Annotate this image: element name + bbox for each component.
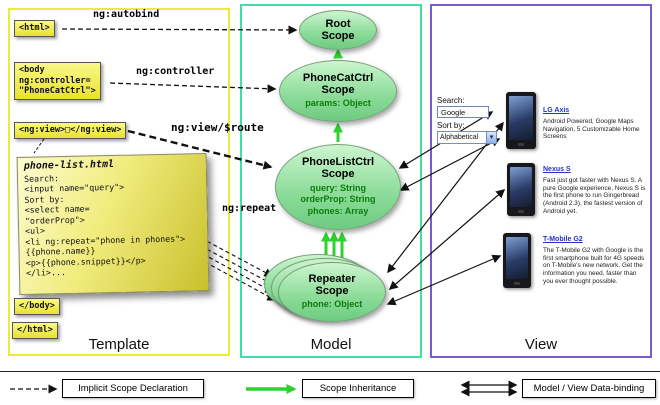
phone-image-lg-axis[interactable] — [506, 92, 536, 149]
connector-view-to-note — [33, 138, 45, 154]
phonelist-scope-ellipse: PhoneListCtrl Scope query: String orderP… — [275, 144, 401, 230]
repeater-scope-props: phone: Object — [301, 299, 363, 310]
phone-image-tmobile-g2[interactable] — [503, 233, 531, 288]
phonelist-scope-props: query: String orderProp: String phones: … — [300, 182, 376, 217]
root-scope-title: Root Scope — [321, 17, 355, 42]
phone-desc-tmobile-g2: The T-Mobile G2 with Google is the first… — [543, 247, 645, 285]
ng-view-tag: <ng:view>□</ng:view> — [14, 122, 127, 139]
body-close-tag: </body> — [14, 298, 60, 315]
arrow-ng-autobind — [61, 25, 298, 35]
arrow-bind-phone-3 — [386, 254, 502, 306]
note-title: phone-list.html — [23, 158, 115, 172]
html-close-tag: </html> — [12, 322, 58, 339]
arrow-ng-repeat-4 — [204, 261, 277, 301]
arrow-ng-view-route — [127, 129, 273, 170]
phonecat-scope-title: PhoneCatCtrl Scope — [302, 71, 374, 97]
sort-select[interactable]: Alphabetical ▾ — [437, 131, 497, 144]
template-label: Template — [88, 336, 150, 353]
arrow-ng-repeat-1 — [200, 237, 274, 277]
phonecat-scope-ellipse: PhoneCatCtrl Scope params: Object — [279, 60, 397, 122]
html-open-tag: <html> — [14, 20, 55, 37]
ng-controller-label: ng:controller — [136, 66, 215, 77]
repeater-scope-ellipse: Repeater Scope phone: Object — [278, 262, 386, 322]
search-label: Search: — [437, 96, 465, 105]
phone-link-lg-axis[interactable]: LG Axis — [543, 107, 570, 114]
arrow-bind-phone-1 — [387, 121, 504, 274]
phone-list-template-note: phone-list.html Search: <input name="que… — [16, 153, 210, 295]
body-open-tag: <body ng:controller= "PhoneCatCtrl"> — [14, 62, 101, 100]
phone-desc-nexus-s: Fast just got faster with Nexus S. A pur… — [543, 177, 646, 215]
arrow-ng-controller — [109, 82, 277, 94]
phone-key — [514, 282, 520, 285]
phone-desc-lg-axis: Android Powered, Google Maps Navigation,… — [543, 118, 640, 141]
phone-key — [518, 143, 524, 146]
arrow-ng-repeat-3 — [202, 253, 275, 293]
phone-key — [518, 210, 524, 213]
phone-image-nexus-s[interactable] — [507, 163, 535, 216]
search-input[interactable]: Google — [437, 106, 489, 118]
ng-autobind-label: ng:autobind — [93, 9, 160, 20]
repeater-scope-title: Repeater Scope — [308, 272, 356, 298]
chevron-down-icon: ▾ — [486, 132, 496, 143]
legend-inheritance-box: Scope Inheritance — [302, 379, 414, 398]
view-label: View — [524, 336, 558, 353]
root-scope-ellipse: Root Scope — [299, 10, 377, 50]
phone-link-nexus-s[interactable]: Nexus S — [543, 166, 571, 173]
legend-implicit-box: Implicit Scope Declaration — [62, 379, 204, 398]
ng-view-route-label: ng:view/$route — [171, 121, 264, 134]
phone-screen — [506, 237, 528, 279]
phone-link-tmobile-g2[interactable]: T-Mobile G2 — [543, 236, 583, 243]
phonelist-scope-title: PhoneListCtrl Scope — [301, 156, 375, 181]
legend-databinding-box: Model / View Data-binding — [522, 379, 656, 398]
ng-repeat-label: ng:repeat — [222, 203, 277, 214]
model-label: Model — [310, 336, 352, 353]
template-column — [8, 8, 230, 356]
phonecat-scope-props: params: Object — [305, 98, 371, 109]
phone-screen — [509, 96, 533, 140]
arrow-bind-phone-2 — [388, 189, 506, 290]
sort-label: Sort by: — [437, 121, 465, 130]
note-code-line: </li>... — [25, 267, 67, 278]
phone-screen — [510, 167, 532, 207]
search-input-value: Google — [441, 107, 466, 117]
sort-select-value: Alphabetical — [440, 134, 479, 141]
